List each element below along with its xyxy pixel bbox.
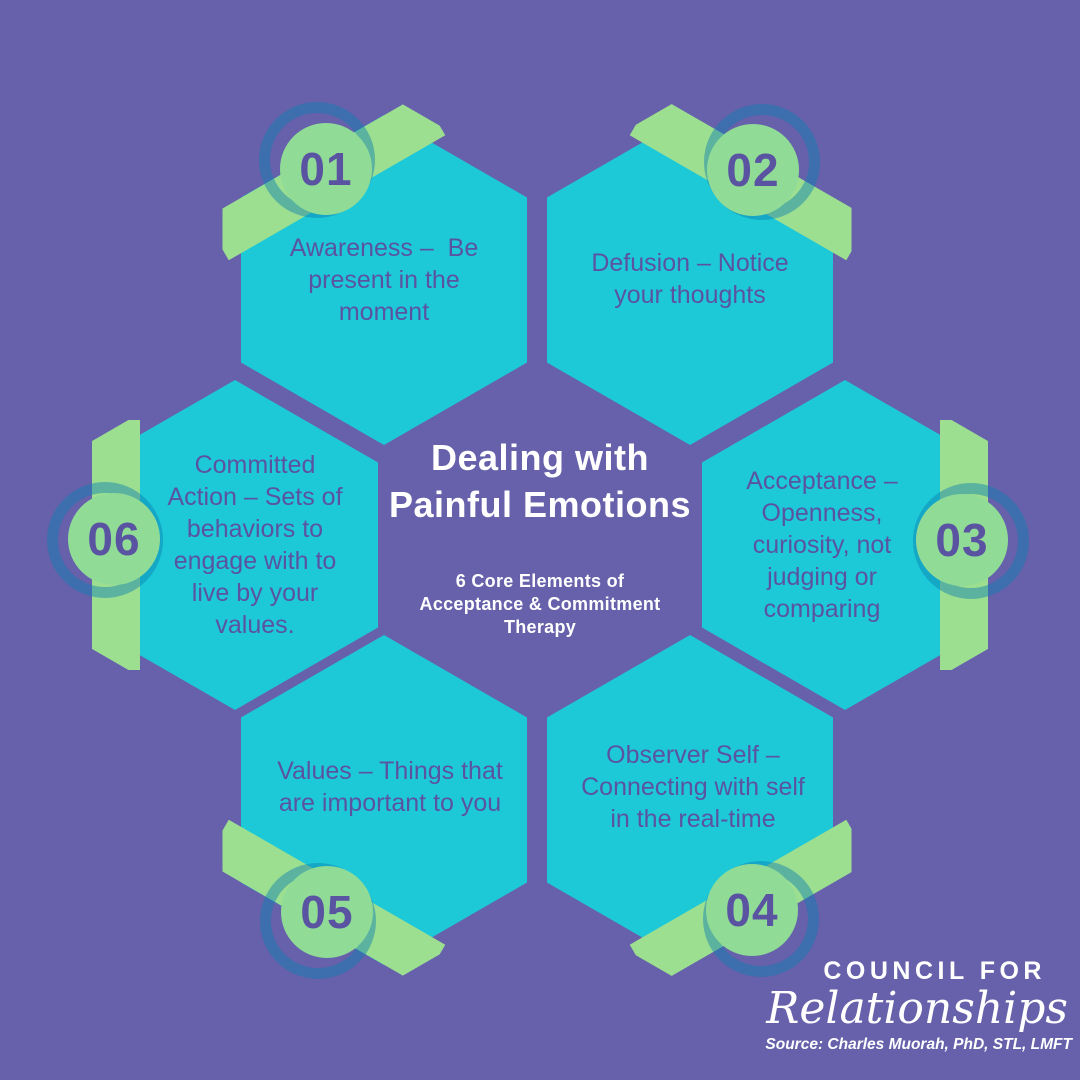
text-line: judging or xyxy=(767,563,877,591)
source-credit: Source: Charles Muorah, PhD, STL, LMFT xyxy=(765,1036,1072,1053)
step-number: 03 xyxy=(935,514,989,566)
center-title: Dealing with Painful Emotions 6 Core Ele… xyxy=(290,434,790,639)
text-line: in the real-time xyxy=(610,805,776,833)
subtitle-line: 6 Core Elements of xyxy=(455,571,625,591)
hex-text: Committed Action – Sets of behaviors to … xyxy=(112,380,398,710)
text-line: Acceptance – xyxy=(746,467,898,495)
hex-text: Awareness – Be present in the moment xyxy=(241,115,527,445)
title-line: Painful Emotions xyxy=(388,484,691,525)
step-number: 06 xyxy=(87,513,141,565)
text-line: Committed xyxy=(194,451,316,479)
brand-name-caps: COUNCIL FOR xyxy=(823,957,1046,985)
text-line: engage with to xyxy=(173,547,337,575)
step-number: 01 xyxy=(299,143,353,195)
brand-logo: COUNCIL FOR Relationships Source: Charle… xyxy=(765,958,1072,1054)
text-line: moment xyxy=(338,298,430,326)
text-line: comparing xyxy=(763,595,881,623)
subtitle-line: Therapy xyxy=(503,617,577,637)
text-line: Action – Sets of xyxy=(167,483,343,511)
title-line: Dealing with xyxy=(430,437,649,478)
hex-text: Values – Things that are important to yo… xyxy=(247,622,533,952)
text-line: Defusion – Notice xyxy=(591,249,789,277)
text-line: your thoughts xyxy=(614,281,766,309)
text-line: present in the xyxy=(308,266,460,294)
text-line: Openness, xyxy=(761,499,883,527)
step-number: 04 xyxy=(725,884,779,936)
subtitle: 6 Core Elements of Acceptance & Commitme… xyxy=(290,570,790,639)
text-line: Values – Things that xyxy=(277,757,503,785)
text-line: behaviors to xyxy=(186,515,324,543)
text-line: live by your xyxy=(191,579,319,607)
subtitle-line: Acceptance & Commitment xyxy=(419,594,661,614)
number-badge: 06 xyxy=(68,493,160,585)
step-number: 05 xyxy=(300,886,354,938)
number-badge: 04 xyxy=(706,864,798,956)
text-line: curiosity, not xyxy=(752,531,892,559)
number-badge: 03 xyxy=(916,494,1008,586)
number-badge: 01 xyxy=(280,123,372,215)
text-line: values. xyxy=(215,611,295,639)
text-line: Awareness – Be xyxy=(289,234,479,262)
text-line: Connecting with self xyxy=(581,773,805,801)
hex-text: Defusion – Notice your thoughts xyxy=(547,114,833,444)
hex-text: Observer Self – Connecting with self in … xyxy=(550,622,836,952)
number-badge: 05 xyxy=(281,866,373,958)
number-badge: 02 xyxy=(707,124,799,216)
step-number: 02 xyxy=(726,144,780,196)
hex-text: Acceptance – Openness, curiosity, not ju… xyxy=(679,380,965,710)
brand-name-script: Relationships xyxy=(766,983,1068,1034)
text-line: are important to you xyxy=(278,789,502,817)
text-line: Observer Self – xyxy=(606,741,780,769)
